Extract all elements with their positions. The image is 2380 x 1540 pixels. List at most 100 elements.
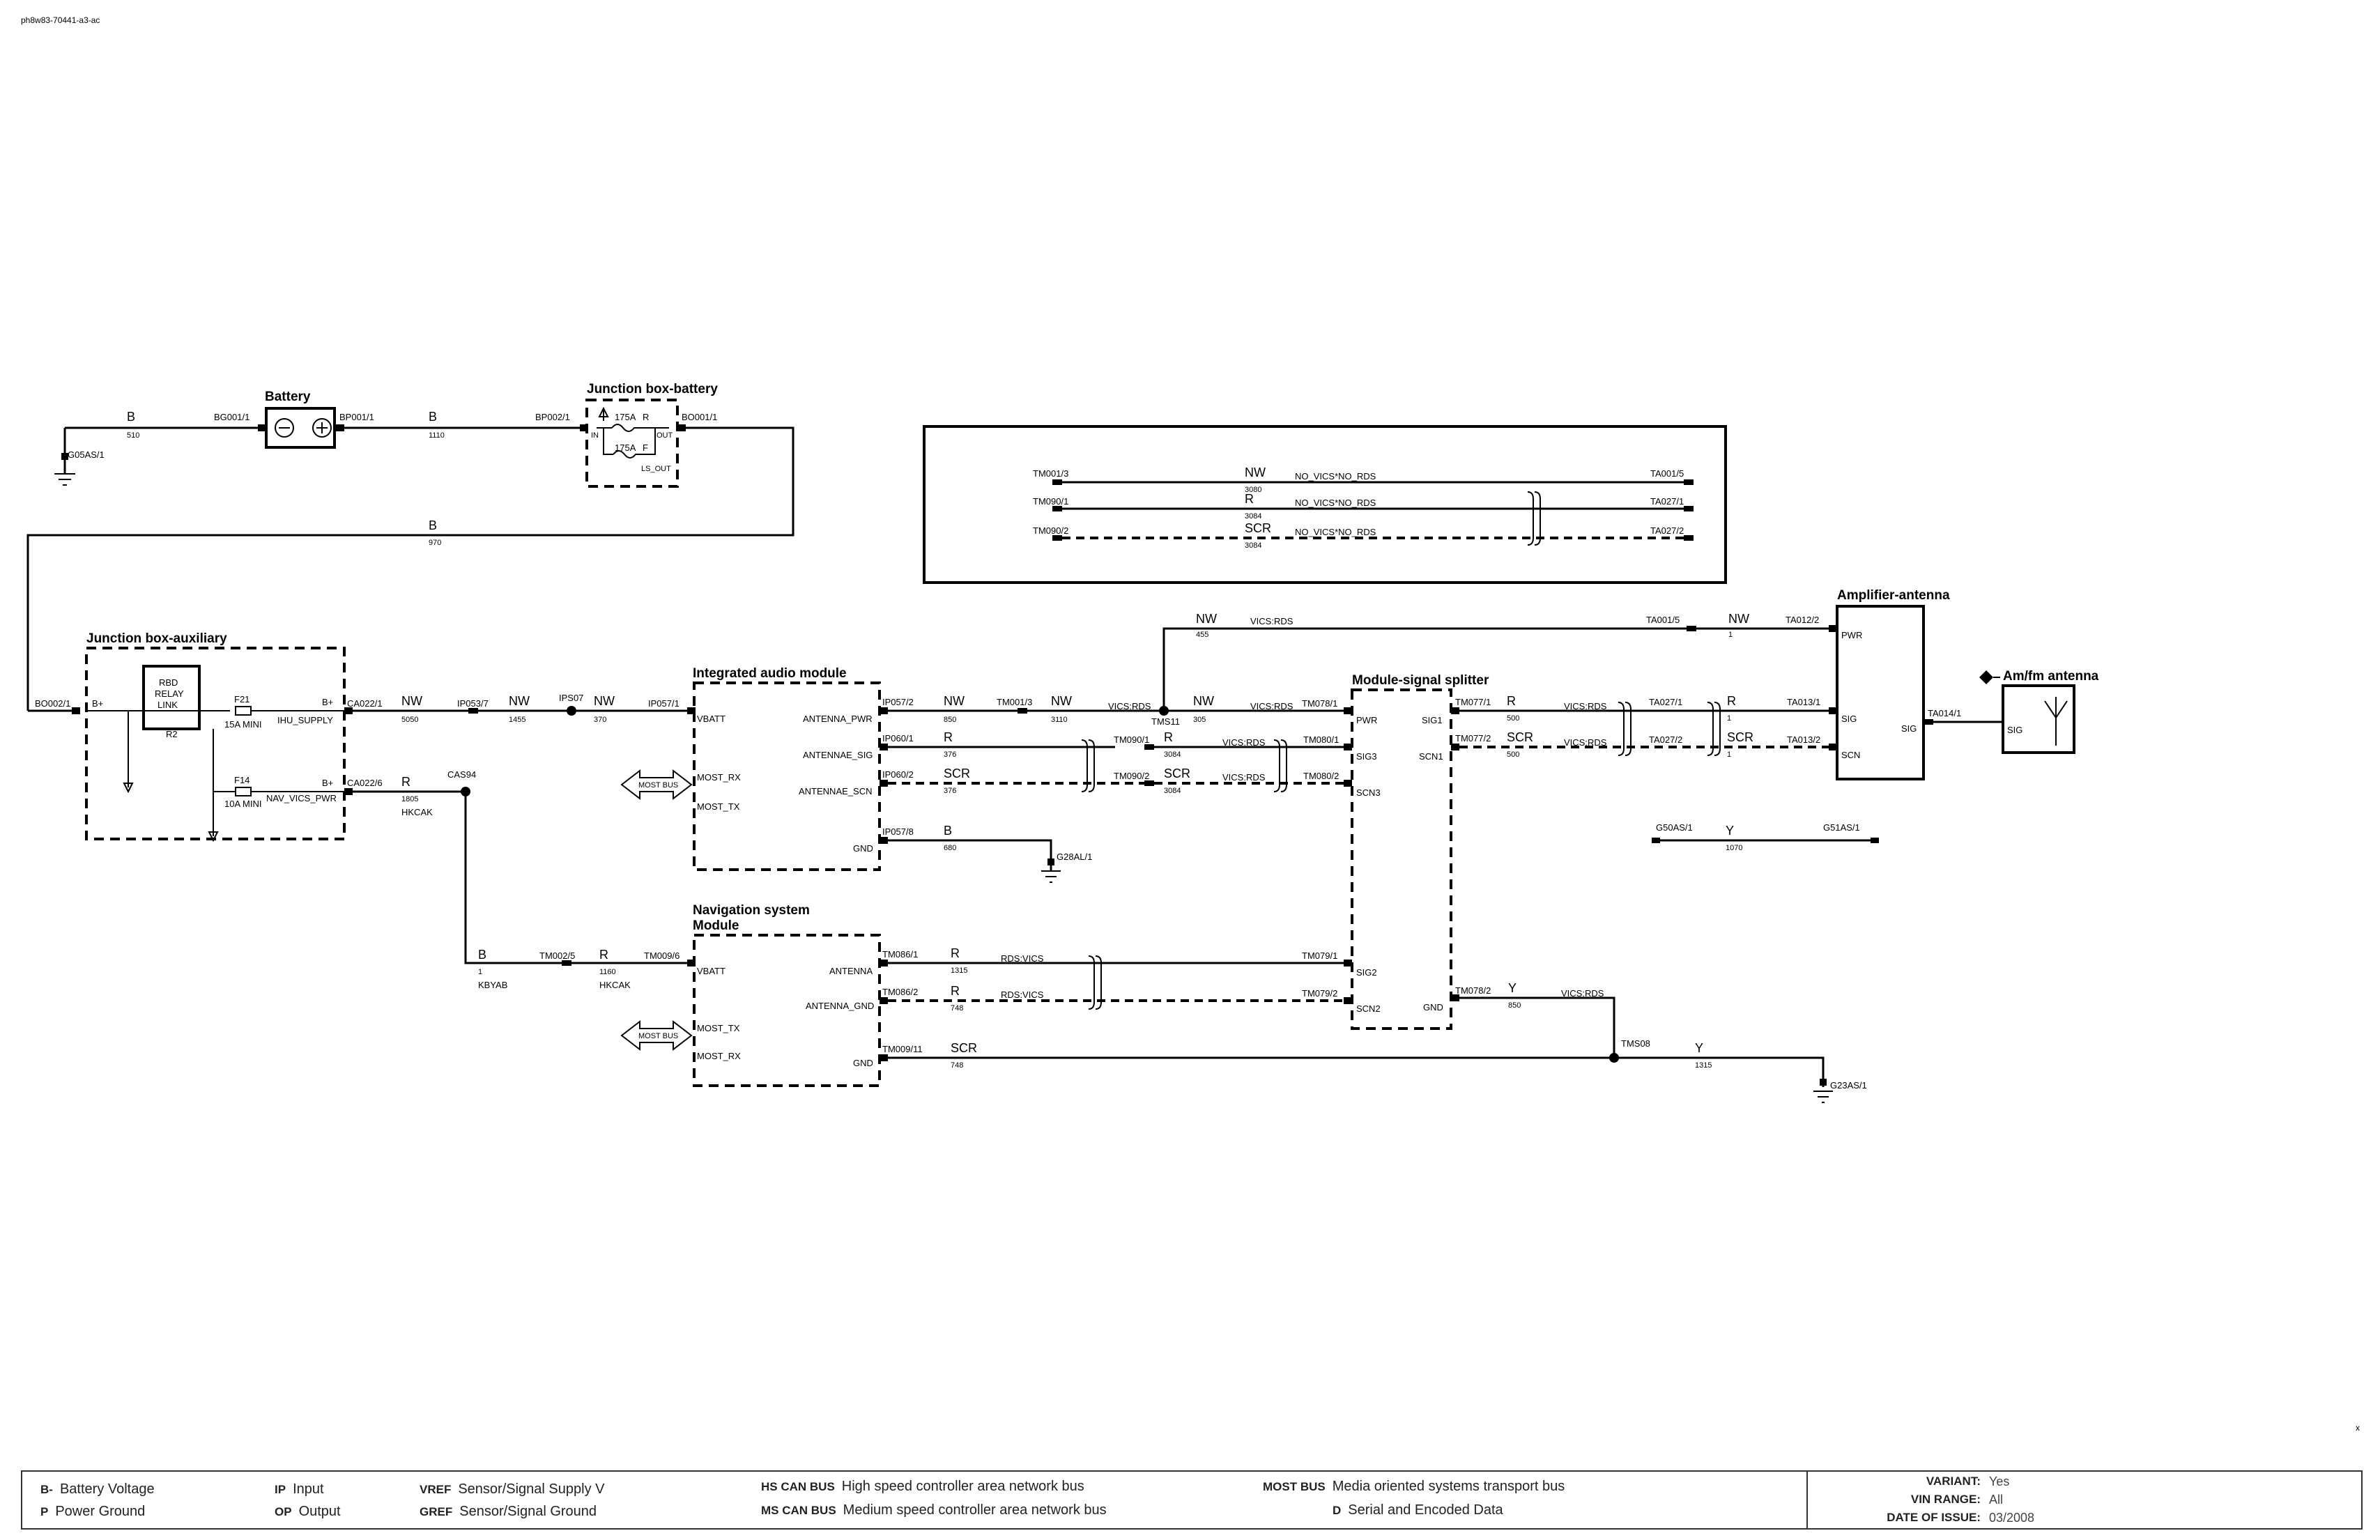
diagram-label: ANTENNA_PWR (803, 714, 873, 724)
wire-number: 1110 (429, 431, 445, 440)
no-vics-option-box: TM001/3 NW 3080 NO_VICS*NO_RDS TA001/5 T… (923, 425, 1727, 584)
ground-link: G50AS/1 Y 1070 G51AS/1 (1652, 822, 1879, 852)
diagram-label: R (643, 412, 649, 422)
shield-twist-icon (1081, 739, 1095, 792)
diagram-label: SCR (1164, 767, 1190, 780)
diagram-label: NO_VICS*NO_RDS (1295, 498, 1376, 508)
diagram-label: PWR (1356, 715, 1377, 725)
diagram-label: NW (401, 694, 422, 708)
diagram-label: 305 (1193, 716, 1206, 724)
diagram-label: SCR (1727, 730, 1753, 744)
junction-box-auxiliary-group: BO002/1 Junction box-auxiliary B+ RBD RE… (28, 631, 383, 842)
connector-label: BO001/1 (682, 412, 717, 422)
option-box (923, 425, 1727, 584)
date-of-issue-value: 03/2008 (1989, 1511, 2035, 1525)
module-signal-splitter: Module-signal splitter PWR SIG3 SCN3 SIG… (1351, 673, 1489, 1030)
diagram-label: RELAY (155, 688, 184, 699)
diagram-label: CAS94 (447, 769, 476, 780)
ground-label: G05AS/1 (68, 449, 105, 460)
diagram-label: B+ (322, 778, 333, 788)
diagram-label: TM086/1 (882, 949, 918, 960)
diagram-label: 500 (1507, 750, 1519, 759)
diagram-label: TA027/2 (1649, 734, 1682, 745)
diagram-label: R (599, 948, 608, 962)
diagram-label: MOST BUS (638, 1032, 678, 1040)
connector-label: CA022/6 (347, 778, 383, 788)
diagram-label: VICS:RDS (1561, 988, 1604, 999)
variant-value: Yes (1989, 1474, 2010, 1488)
wire-number: 510 (127, 431, 139, 440)
diagram-label: TA027/1 (1649, 697, 1682, 707)
diagram-label: TM079/2 (1302, 988, 1337, 999)
nav-title: Navigation system (693, 903, 810, 918)
diagram-label: VBATT (697, 714, 725, 724)
diagram-label: Y (1695, 1041, 1703, 1055)
diagram-label: VICS:RDS (1222, 772, 1266, 783)
diagram-label: 748 (951, 1061, 963, 1070)
connector-label: BG001/1 (214, 412, 249, 422)
diagram-label: SCR (1507, 730, 1533, 744)
diagram-label: B+ (322, 697, 333, 707)
iam-antenna-wiring: IP057/2 NW 850 TM001/3 NW 3110 VICS:RDS … (882, 612, 1837, 883)
diagram-label: SCR (944, 767, 970, 780)
diagram-label: TM090/1 (1114, 734, 1149, 745)
antenna-icon (2044, 697, 2068, 746)
supply-wiring: NW 5050 IP053/7 NW 1455 IPS07 NW 370 IP0… (353, 693, 696, 990)
diagram-label: 3080 (1245, 486, 1261, 494)
issue-metadata: VARIANT:Yes VIN RANGE:All DATE OF ISSUE:… (1806, 1472, 2364, 1528)
diagram-label: HKCAK (401, 807, 433, 817)
battery-circuit: B 510 G05AS/1 BG001/1 Battery BP001/1 B … (26, 382, 794, 711)
wire-color: B (429, 410, 437, 424)
diagram-label: TMS11 (1151, 716, 1180, 727)
diagram-label: RDS:VICS (1001, 990, 1044, 1000)
diagram-label: 3084 (1245, 512, 1261, 521)
diagram-label: TM080/2 (1303, 771, 1339, 781)
diagram-label: TM078/1 (1302, 698, 1337, 709)
diagram-label: 500 (1507, 714, 1519, 723)
diagram-label: TM078/2 (1455, 985, 1491, 996)
diagram-label: TM086/2 (882, 987, 918, 997)
diagram-label: F (643, 442, 648, 453)
diagram-label: 850 (1508, 1001, 1521, 1010)
splitter-title: Module-signal splitter (1352, 673, 1489, 688)
diagram-label: MOST_RX (697, 772, 741, 783)
connector-label: CA022/1 (347, 698, 383, 709)
diagram-label: VICS:RDS (1564, 701, 1607, 711)
diagram-label: SIG (1901, 723, 1917, 734)
diagram-label: IP053/7 (457, 698, 489, 709)
diagram-label: IP060/2 (882, 769, 914, 780)
junction-box-battery (585, 399, 679, 488)
diagram-label: MOST_TX (697, 1023, 740, 1033)
diagram-label: 680 (944, 844, 956, 852)
diagram-label: SCN (1841, 750, 1860, 760)
connector-label: BO002/1 (35, 698, 70, 709)
diagram-label: NO_VICS*NO_RDS (1295, 527, 1376, 537)
diagram-label: NW (944, 694, 965, 708)
diagram-label: TM077/1 (1455, 697, 1491, 707)
diagram-label: 3110 (1051, 716, 1068, 724)
diagram-label: IHU_SUPPLY (277, 715, 333, 725)
diagram-label: NW (1051, 694, 1072, 708)
shield-twist-icon (1273, 739, 1287, 792)
diagram-label: 3084 (1245, 541, 1261, 550)
diagram-label: SCR (1245, 521, 1271, 535)
diagram-label: VICS:RDS (1222, 737, 1266, 748)
diagram-label: NW (1193, 694, 1214, 708)
diagram-label: SIG1 (1422, 715, 1443, 725)
wire-number: 970 (429, 539, 441, 547)
diagram-label: G50AS/1 (1656, 822, 1693, 833)
vin-range-value: All (1989, 1493, 2004, 1507)
diagram-label: ANTENNAE_SIG (803, 750, 873, 760)
splitter-amp-wiring: TM077/1 R 500 VICS:RDS TA027/1 R 1 TA013… (1455, 694, 1867, 1103)
connector-label: BP002/1 (535, 412, 570, 422)
diagram-label: R (1507, 694, 1516, 708)
diagram-label: 3084 (1164, 750, 1181, 759)
diagram-label: TM077/2 (1455, 733, 1491, 744)
diagram-label: 1070 (1726, 844, 1742, 852)
diagram-label: 455 (1196, 631, 1208, 639)
diagram-label: R (1245, 492, 1254, 506)
diagram-label: R (1164, 730, 1173, 744)
